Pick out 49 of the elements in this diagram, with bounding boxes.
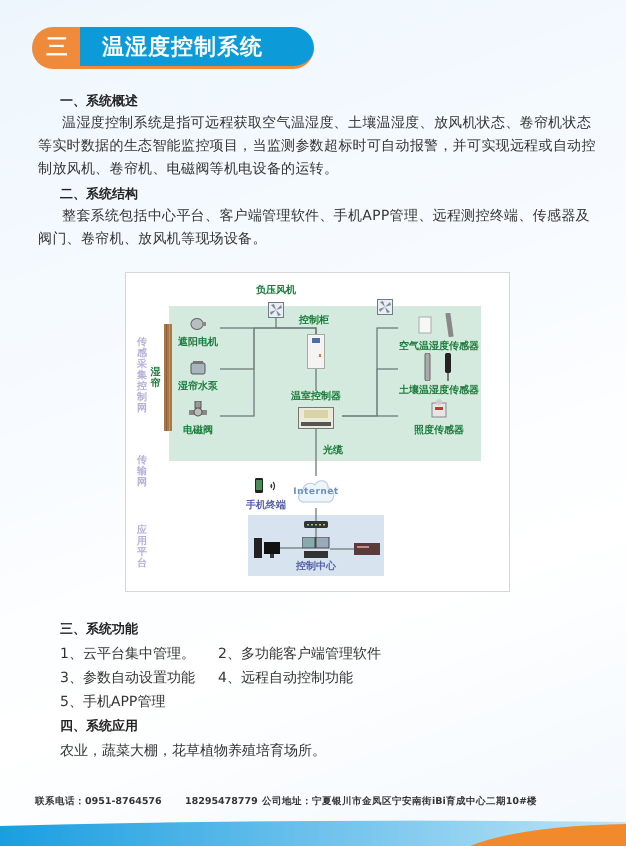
device-label: 照度传感器 [414, 425, 464, 437]
device-label: 电磁阀 [183, 425, 213, 437]
device-label: 空气温湿度传感器 [399, 341, 479, 353]
paragraph: 整套系统包括中心平台、客户端管理软件、手机APP管理、远程测控终端、传感器及阀门、卷帘机、放风机等现场设备。 [38, 207, 591, 249]
section-heading: 三、系统功能 [60, 621, 138, 639]
workstation-icon [302, 537, 330, 558]
layer-label: 传感采集控制网 [137, 337, 147, 414]
layer-label: 传输网 [137, 455, 147, 488]
paragraph: 温湿度控制系统是指可远程获取空气温湿度、土壤温湿度、放风机状态、卷帘机状态等实时数据的生态智能监控项目，当监测参数超标时可自动报警，并可实现远程或自动控制放风机、卷帘机、电磁阀等机电设备的运转。 [38, 114, 597, 179]
recorder-device-icon [354, 543, 380, 555]
control-cabinet-icon [307, 334, 325, 369]
list-item: 4、远程自动控制功能 [218, 669, 353, 688]
list-item: 5、手机APP管理 [60, 693, 166, 712]
section-heading: 四、系统应用 [60, 718, 138, 736]
connector-line [315, 429, 317, 476]
panel-label: 控制中心 [294, 561, 337, 573]
edge-label: 光缆 [322, 445, 344, 457]
connector-line [220, 327, 317, 417]
connector-line [280, 547, 302, 549]
device-label: 控制柜 [299, 315, 329, 327]
body-text: 农业，蔬菜大棚，花草植物养殖培育场所。 [60, 742, 326, 761]
section-heading: 二、系统结构 [60, 186, 138, 204]
control-center-panel [248, 515, 384, 576]
list-item: 1、云平台集中管理。 [60, 645, 195, 664]
page-title: 温湿度控制系统 [102, 34, 263, 62]
device-label: 负压风机 [256, 285, 296, 297]
curtain-label: 湿帘 [150, 366, 160, 388]
cloud-label: Internet [293, 486, 339, 498]
device-label: 遮阳电机 [178, 337, 218, 349]
connector-line [315, 508, 317, 521]
network-switch-icon [304, 521, 328, 528]
contact-text: 联系电话：0951-8764576 [35, 795, 162, 809]
layer-label: 应用平台 [137, 525, 147, 569]
device-label: 温室控制器 [291, 391, 341, 403]
field-area-panel [169, 306, 481, 461]
connector-line [342, 415, 398, 417]
fan-icon [377, 299, 393, 315]
device-label: 湿帘水泵 [178, 381, 218, 393]
list-item: 3、参数自动设置功能 [60, 669, 195, 688]
device-label: 手机终端 [246, 500, 286, 512]
desktop-computer-icon [254, 538, 280, 558]
contact-text: 公司地址：宁夏银川市金凤区宁安南街iBi育成中心二期10#楼 [262, 795, 537, 809]
connector-line [315, 369, 317, 391]
section-heading: 一、系统概述 [60, 93, 138, 111]
device-label: 土壤温湿度传感器 [399, 385, 479, 397]
section-number: 三 [46, 34, 68, 62]
connector-line [330, 548, 354, 550]
contact-text: 18295478779 [185, 795, 258, 809]
list-item: 2、多功能客户端管理软件 [218, 645, 381, 664]
